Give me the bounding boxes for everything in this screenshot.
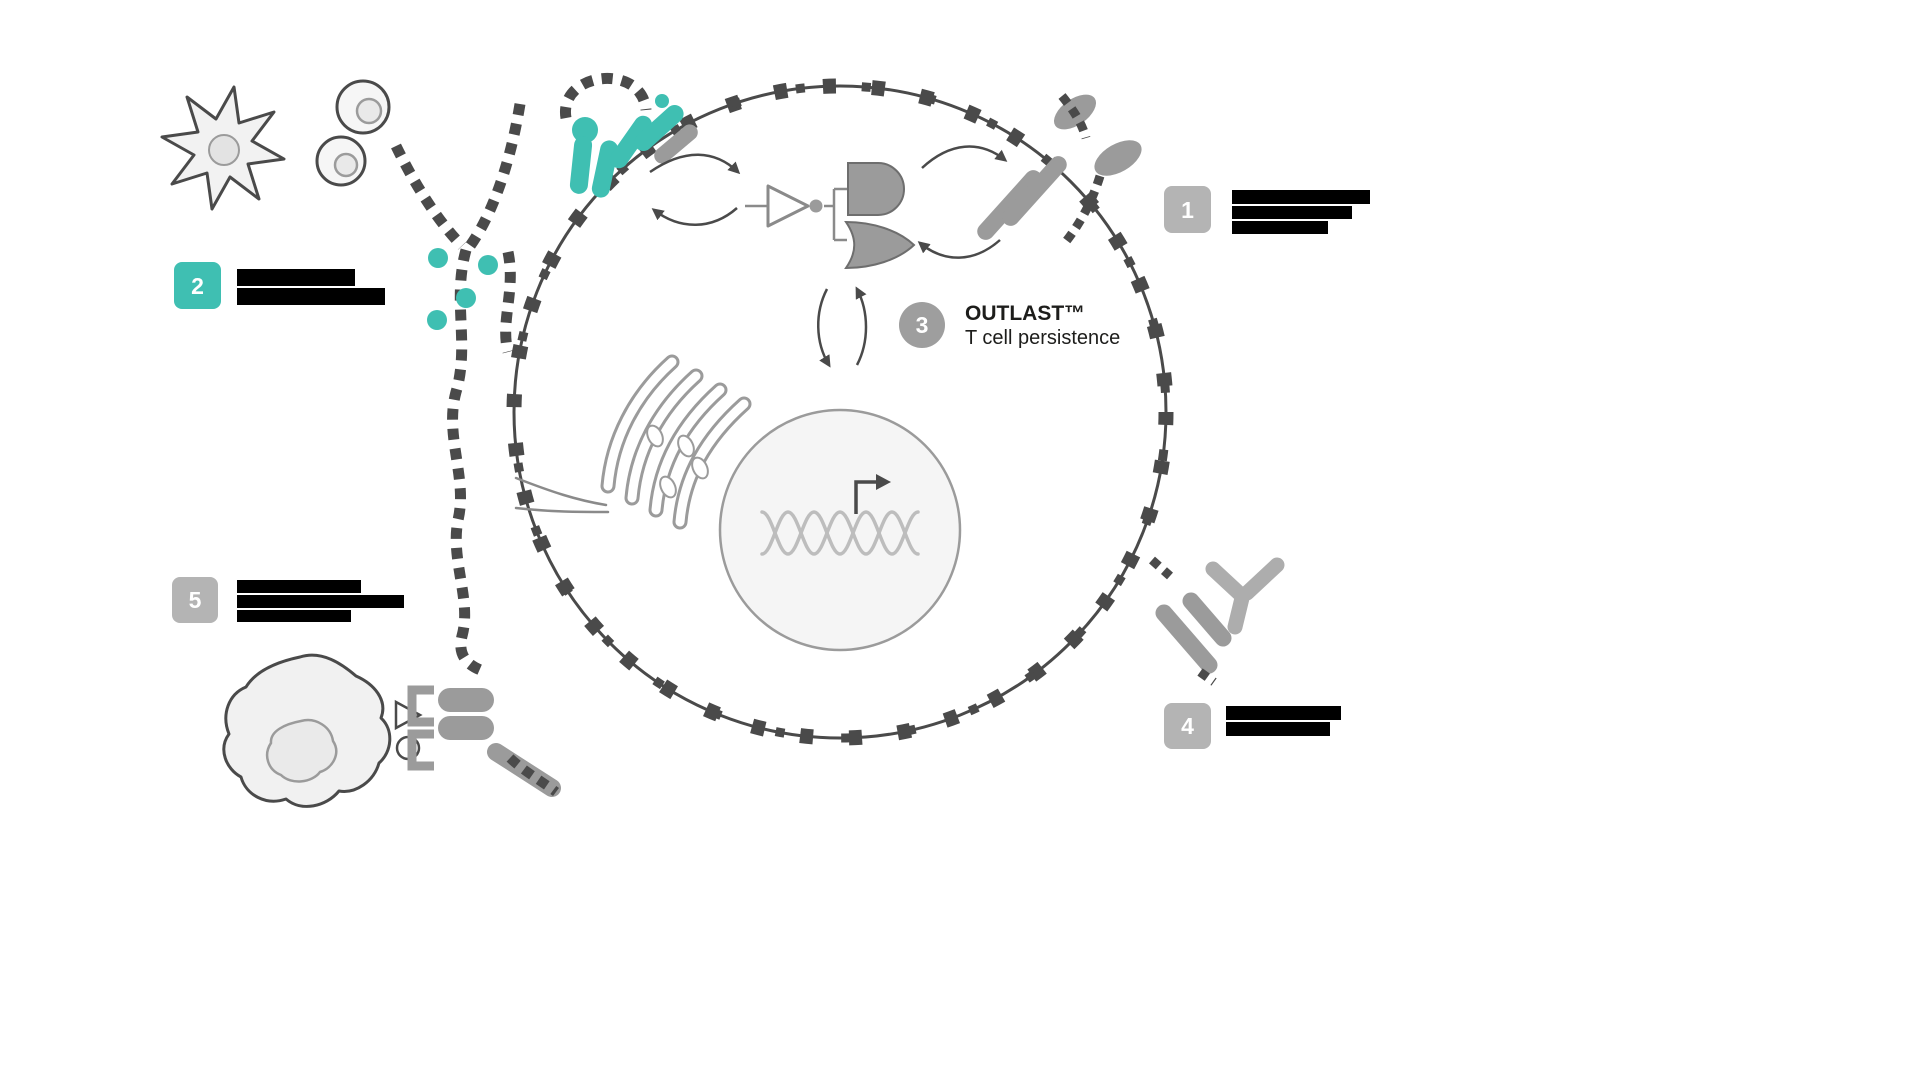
tcr-head <box>572 117 598 143</box>
dendritic-cell <box>160 85 286 211</box>
badge-3-number: 3 <box>916 312 929 338</box>
arrow-nucleus-to-gates <box>855 286 868 366</box>
redacted-label-step-2 <box>237 269 385 305</box>
redacted-text-bar <box>237 595 404 608</box>
and-gate <box>847 162 905 216</box>
tumor-cell <box>222 653 392 808</box>
arrow-gates-to-nucleus <box>817 288 831 368</box>
cell-outline-pixelation-2 <box>509 81 1171 743</box>
promoter-arrow <box>854 474 891 514</box>
immune-cell-pair <box>315 79 391 187</box>
arrow-gates-to-car <box>921 145 1008 169</box>
endoplasmic-reticulum <box>514 354 752 530</box>
redacted-text-bar <box>1226 706 1341 720</box>
badge-step-5: 5 <box>172 577 218 623</box>
tcr-gray-chain <box>654 124 698 164</box>
dendritic-cell-nucleus <box>208 134 240 166</box>
logic-gate-circuit <box>745 162 916 270</box>
membrane-receptor-pair <box>1149 556 1232 686</box>
badge-step-4: 4 <box>1164 703 1211 749</box>
dna-double-helix <box>760 510 920 556</box>
redacted-text-bar <box>237 269 355 286</box>
teal-vesicles <box>427 248 498 330</box>
badge-5-number: 5 <box>189 587 202 613</box>
redacted-text-bar <box>237 610 351 622</box>
step-3-annotation: OUTLAST™ T cell persistence <box>965 302 1120 349</box>
synapse-pixel-fragment <box>506 754 559 797</box>
tumor-cell-nucleus <box>265 718 338 783</box>
trafficking-channel <box>447 248 488 678</box>
redacted-text-bar <box>1226 722 1330 736</box>
funnel-left-edge <box>391 143 466 250</box>
redacted-label-step-4 <box>1226 706 1341 736</box>
linker-pixel-1 <box>1058 93 1091 140</box>
receptor-pixel-fragment-2 <box>1197 668 1217 686</box>
badge-4-number: 4 <box>1181 713 1194 739</box>
redacted-label-step-5 <box>237 580 404 622</box>
linker-pixel-2 <box>1060 174 1105 247</box>
redacted-text-bar <box>237 288 385 305</box>
not-gate-bubble <box>809 199 823 213</box>
badge-step-2: 2 <box>174 262 221 309</box>
scfv-domain-2 <box>1094 140 1142 176</box>
badge-1-number: 1 <box>1181 197 1194 223</box>
t-cell-receptor-complex <box>560 73 698 198</box>
trafficking-channel-branch <box>500 250 516 354</box>
badge-step-1: 1 <box>1164 186 1211 233</box>
badge-step-3: 3 <box>899 302 945 348</box>
nucleus-outline <box>718 408 962 652</box>
immune-synapse <box>394 685 561 797</box>
redacted-label-step-1 <box>1232 190 1370 234</box>
nucleus-with-dna <box>718 408 962 652</box>
step-3-title: OUTLAST™ <box>965 302 1085 325</box>
y-antibody <box>1205 557 1285 635</box>
er-tether-lines <box>514 476 610 514</box>
receptor-loop <box>560 73 652 119</box>
redacted-text-bar <box>237 580 361 593</box>
step-3-subtitle: T cell persistence <box>965 327 1120 349</box>
receptor-pixel-fragment <box>1149 556 1173 580</box>
arrow-gates-to-tcr <box>651 207 738 226</box>
trafficking-path <box>391 103 526 678</box>
gate-connector-lines <box>824 187 847 242</box>
arrow-tcr-to-gates <box>649 153 741 175</box>
not-gate <box>766 184 810 228</box>
signal-arrows <box>649 145 1008 368</box>
tcr-dot <box>655 94 669 108</box>
receptor-bracket-2 <box>407 729 434 771</box>
arrow-car-to-gates <box>917 239 1001 259</box>
badge-2-number: 2 <box>191 273 204 299</box>
redacted-text-bar <box>1232 206 1352 219</box>
receptor-bracket-1 <box>407 685 434 727</box>
redacted-text-bar <box>1232 190 1370 204</box>
or-gate <box>844 220 916 270</box>
funnel-right-edge <box>465 103 526 250</box>
car-receptor <box>977 93 1142 247</box>
redacted-text-bar <box>1232 221 1328 234</box>
cell-outline-pixelation <box>506 78 1174 746</box>
